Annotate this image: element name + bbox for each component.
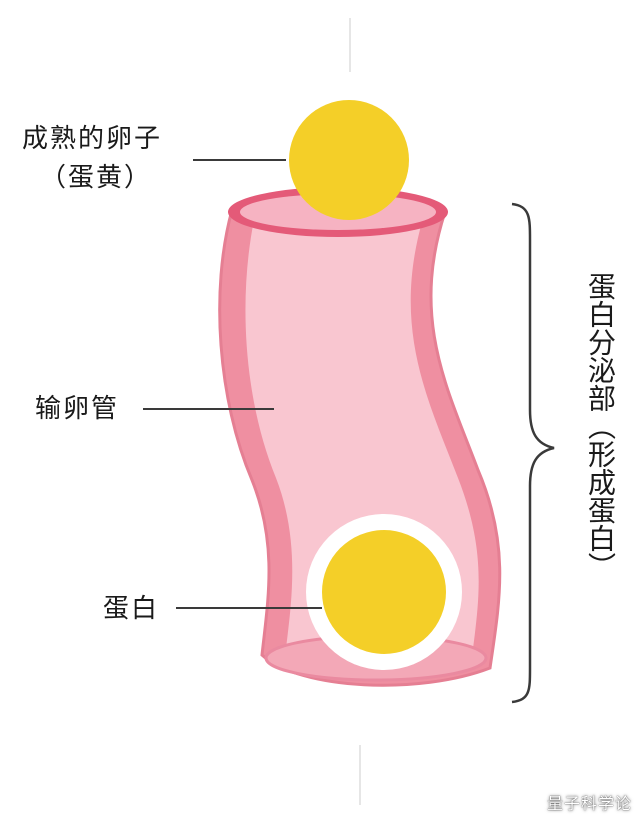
mature-egg-yolk	[289, 100, 409, 220]
secretion-bracket	[511, 202, 555, 704]
watermark: 量子科学论	[546, 794, 632, 813]
oviduct-label: 输卵管	[35, 394, 120, 424]
inner-yolk	[322, 530, 446, 654]
mature-egg-label: 成熟的卵子	[22, 124, 163, 154]
yolk-label: （蛋黄）	[40, 163, 153, 193]
albumen-label: 蛋白	[103, 594, 160, 624]
albumen-secretion-label: 蛋白分泌部（形成蛋白）	[584, 272, 617, 580]
